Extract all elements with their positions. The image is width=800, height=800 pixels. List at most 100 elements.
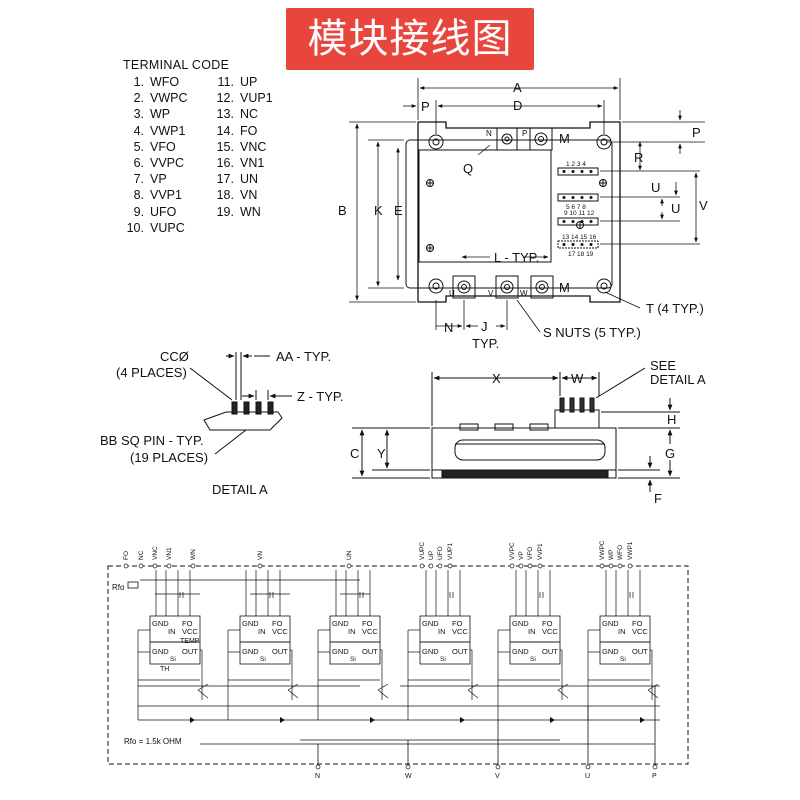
dim-t: T (4 TYP.) bbox=[646, 301, 704, 316]
dim-m-bottom: M bbox=[559, 280, 570, 295]
ic-si-label: Si bbox=[440, 656, 446, 663]
page-title: 模块接线图 bbox=[307, 16, 513, 62]
terminal-number: 8. bbox=[133, 188, 144, 203]
dim-s: S NUTS (5 TYP.) bbox=[543, 325, 641, 340]
ic-fo-label: FO bbox=[632, 619, 643, 628]
schematic-pin-label: VUP1 bbox=[447, 543, 454, 560]
terminal-name: UP bbox=[240, 75, 258, 89]
output-terminal-label: P bbox=[652, 773, 657, 780]
terminal-code-item: 8.VVP1 bbox=[122, 188, 182, 202]
ic-gnd-label: GND bbox=[422, 647, 439, 656]
detail-cc-places: (4 PLACES) bbox=[116, 365, 187, 380]
pin-row-label: 13 14 15 16 bbox=[562, 234, 597, 241]
terminal-u-label: U bbox=[449, 289, 455, 298]
dim-e: E bbox=[394, 203, 403, 218]
terminal-code-item: 12.VUP1 bbox=[212, 91, 273, 105]
output-terminal-dot bbox=[652, 764, 658, 770]
ic-gnd-label: GND bbox=[242, 647, 259, 656]
ic-vcc-label: VCC bbox=[272, 627, 288, 636]
detail-aa: AA - TYP. bbox=[276, 349, 331, 364]
schematic-pin-label: UN bbox=[346, 550, 353, 560]
schematic-pin-label: VNC bbox=[152, 546, 159, 560]
terminal-number: 19. bbox=[216, 204, 234, 219]
pin-terminal-dot bbox=[123, 563, 129, 569]
terminal-number: 10. bbox=[126, 220, 144, 235]
output-terminal-dot bbox=[405, 764, 411, 770]
terminal-number: 17. bbox=[216, 172, 234, 187]
terminal-name: VWPC bbox=[150, 91, 188, 106]
terminal-code-item: 10. VUPC bbox=[122, 221, 185, 235]
dim-r: R bbox=[634, 150, 643, 165]
terminal-n-label: N bbox=[486, 129, 492, 138]
ic-fo-label: FO bbox=[362, 619, 373, 628]
dim-a: A bbox=[513, 80, 522, 95]
ic-gnd-label: GND bbox=[242, 619, 259, 628]
terminal-code-heading: TERMINAL CODE bbox=[123, 58, 230, 72]
terminal-v-label: V bbox=[488, 289, 494, 298]
terminal-code-item: 15. VNC bbox=[212, 139, 267, 154]
output-terminal-label: U bbox=[585, 773, 590, 780]
pin-terminal-dot bbox=[437, 563, 443, 569]
side-view bbox=[352, 367, 680, 492]
terminal-name: VN bbox=[240, 188, 258, 203]
schematic-pin-label: VWP1 bbox=[627, 541, 634, 560]
terminal-number: 6. bbox=[133, 156, 144, 170]
ic-in-label: IN bbox=[438, 627, 446, 636]
terminal-number: 9. bbox=[133, 204, 144, 219]
terminal-name: VN1 bbox=[240, 156, 265, 170]
pin-terminal-dot bbox=[166, 563, 172, 569]
ic-out-label: OUT bbox=[362, 647, 378, 656]
terminal-number: 15. bbox=[216, 139, 234, 154]
detail-a bbox=[189, 352, 292, 455]
pin-terminal-dot bbox=[599, 563, 605, 569]
ic-fo-label: FO bbox=[272, 619, 283, 628]
schematic-pin-label: VUPC bbox=[419, 542, 426, 560]
ic-gnd-label: GND bbox=[152, 647, 169, 656]
dim-p-top: P bbox=[421, 99, 430, 114]
ic-gnd-label: GND bbox=[602, 647, 619, 656]
cross-mark bbox=[599, 179, 607, 187]
terminal-number: 11. bbox=[217, 75, 234, 89]
dim-u2: U bbox=[671, 201, 680, 216]
terminal-name: VNC bbox=[240, 139, 267, 154]
dim-v: V bbox=[699, 198, 708, 213]
schematic-pin-label: WP bbox=[608, 550, 615, 560]
ic-th-label: TH bbox=[160, 666, 169, 673]
detail-bb-places: (19 PLACES) bbox=[130, 450, 208, 465]
dim-u1: U bbox=[651, 180, 660, 195]
dim-f: F bbox=[654, 491, 662, 506]
ic-vcc-label: VCC bbox=[632, 627, 648, 636]
terminal-code-item: 1.WFO bbox=[122, 75, 180, 89]
terminal-number: 4. bbox=[133, 123, 144, 138]
output-terminal-dot bbox=[585, 764, 591, 770]
pin-block bbox=[557, 240, 599, 249]
dim-k: K bbox=[374, 203, 383, 218]
detail-cc: CCØ bbox=[160, 349, 189, 364]
ic-out-label: OUT bbox=[542, 647, 558, 656]
ic-si-label: Si bbox=[530, 656, 536, 663]
dim-h: H bbox=[667, 412, 676, 427]
terminal-name: UFO bbox=[150, 204, 177, 219]
terminal-number: 1. bbox=[133, 75, 144, 89]
terminal-number: 5. bbox=[133, 139, 144, 154]
terminal-name: VUPC bbox=[150, 220, 185, 235]
pin-terminal-dot bbox=[428, 563, 434, 569]
terminal-name: WN bbox=[240, 204, 261, 219]
terminal-name: FO bbox=[240, 123, 258, 138]
dim-c: C bbox=[350, 446, 359, 461]
pin-terminal-dot bbox=[346, 563, 352, 569]
terminal-code-item: 18.VN bbox=[212, 188, 258, 203]
dim-n: N bbox=[444, 320, 453, 335]
output-terminal-dot bbox=[495, 764, 501, 770]
ic-in-label: IN bbox=[258, 627, 266, 636]
ic-in-label: IN bbox=[528, 627, 536, 636]
output-terminal-label: N bbox=[315, 773, 320, 780]
ic-fo-label: FO bbox=[182, 619, 193, 628]
terminal-code-item: 5.VFO bbox=[122, 140, 176, 154]
ic-in-label: IN bbox=[168, 627, 176, 636]
